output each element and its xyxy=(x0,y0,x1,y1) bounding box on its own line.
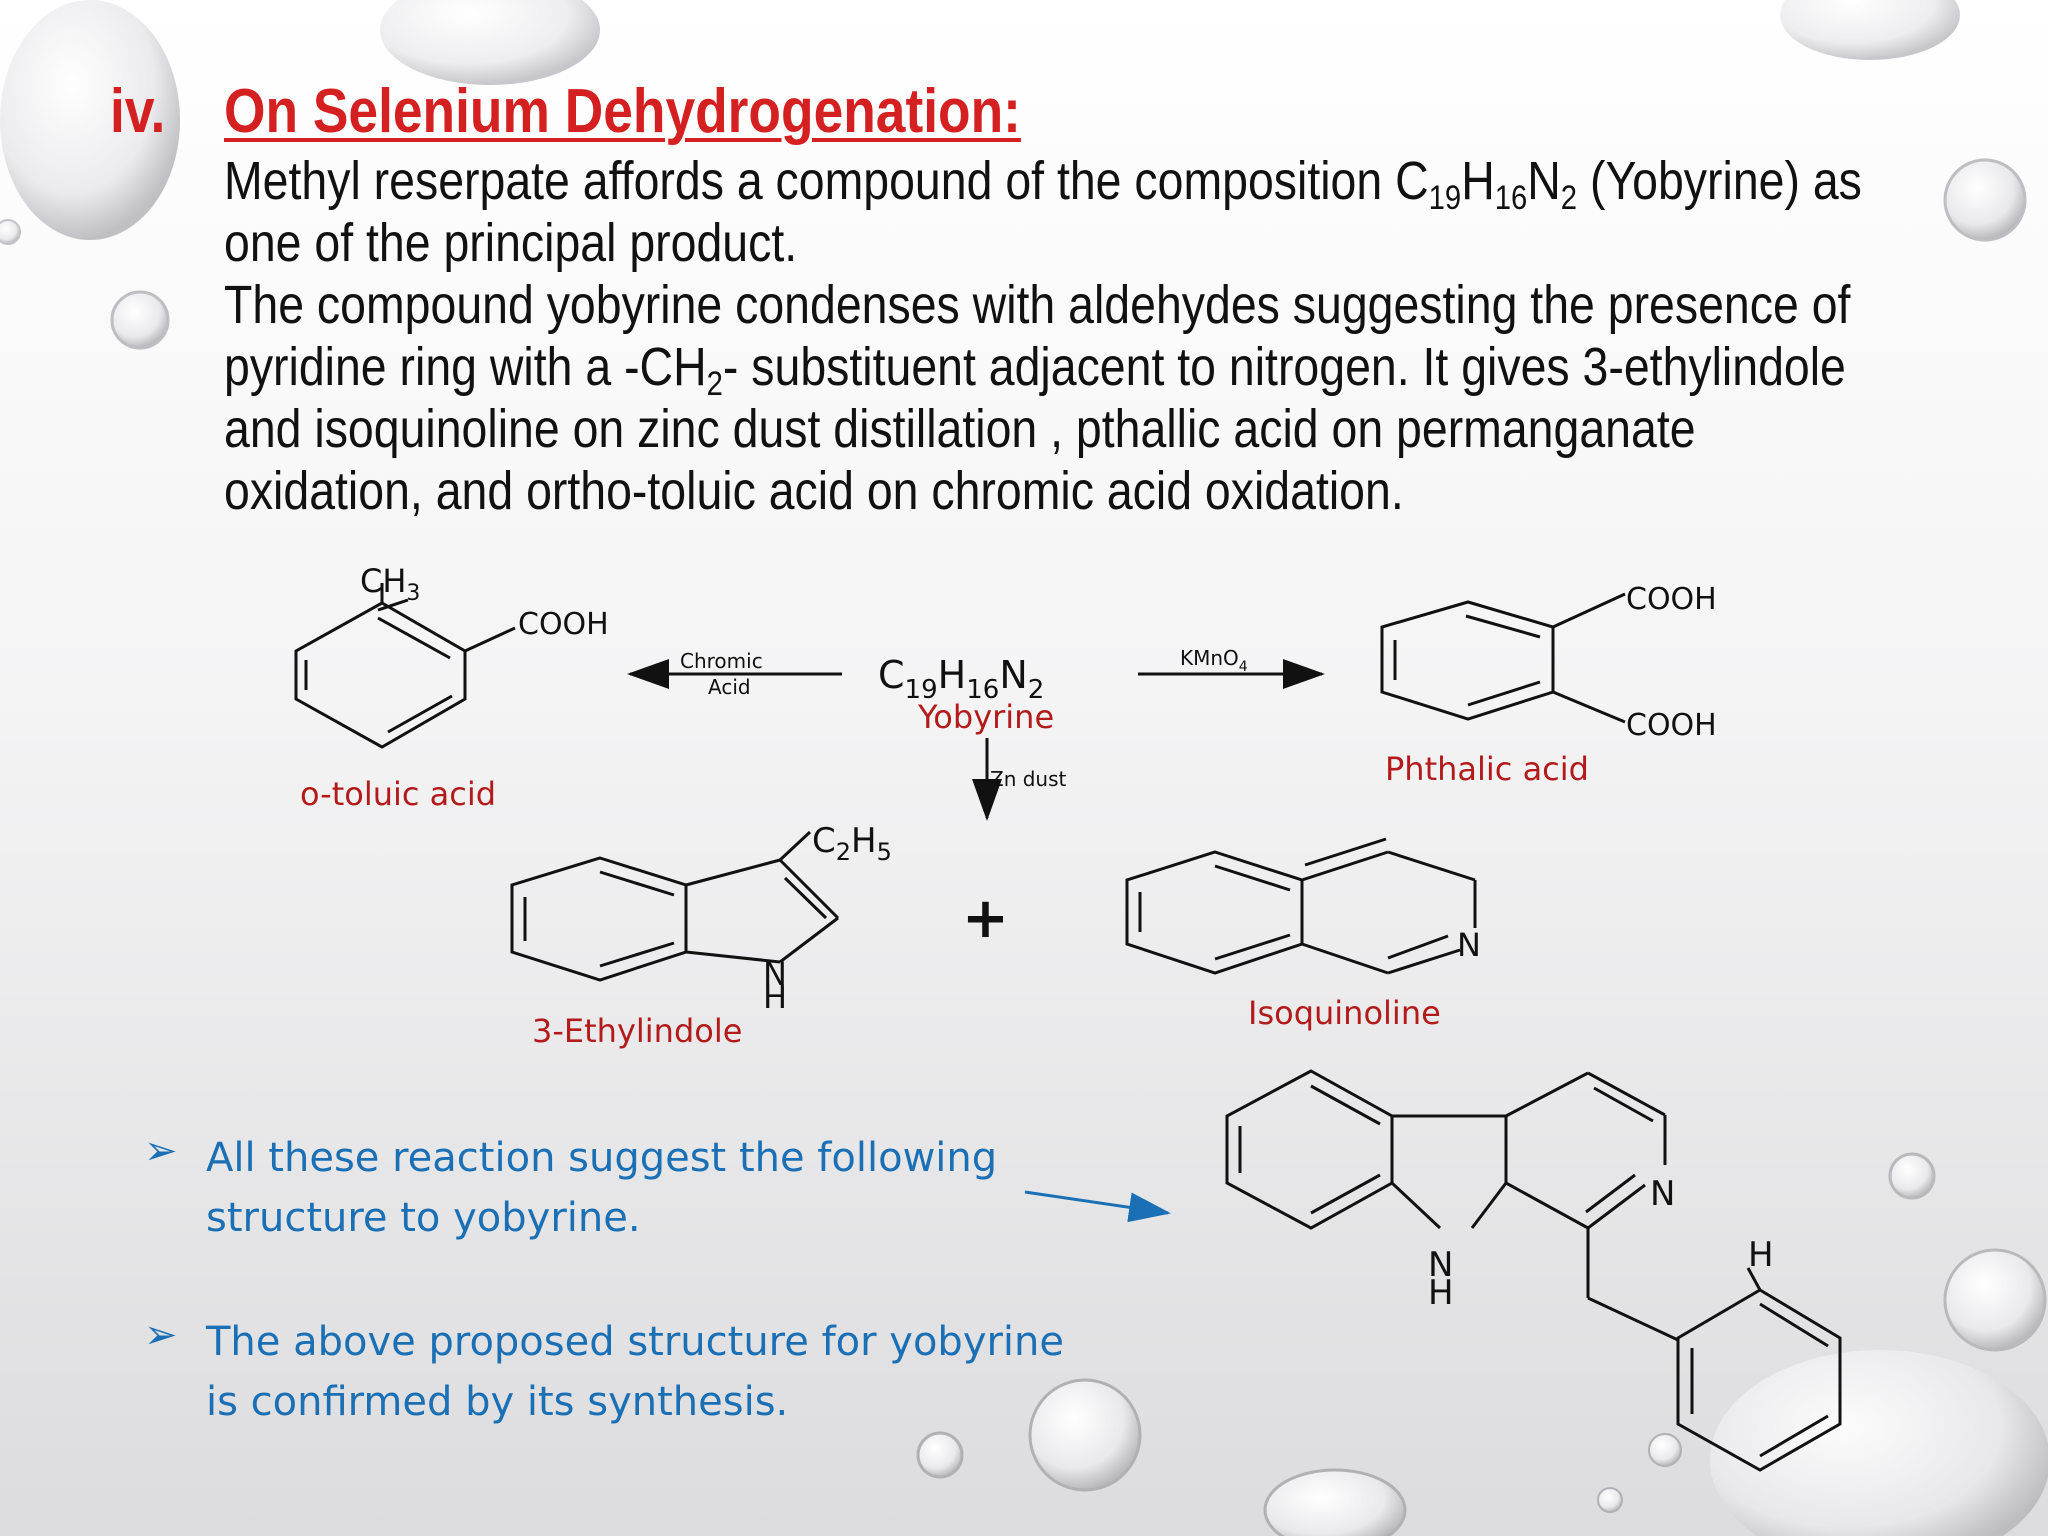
bullet-marker: ➢ xyxy=(144,1313,178,1357)
bubble xyxy=(1943,1248,2047,1352)
bubble xyxy=(1597,1487,1623,1513)
toluic-ch3-label: CH3 xyxy=(360,562,420,606)
yobyrine-name: Yobyrine xyxy=(917,698,1054,736)
chromic-label: Chromic xyxy=(680,649,763,673)
acid-label: Acid xyxy=(708,675,751,699)
isoquinoline-structure xyxy=(1125,837,1477,975)
bubble xyxy=(916,1431,964,1479)
bullet-marker: ➢ xyxy=(144,1129,178,1173)
bubble xyxy=(1943,158,2027,242)
yobyrine-h-label: H xyxy=(1748,1235,1774,1275)
paragraph-line: Methyl reserpate affords a compound of t… xyxy=(224,151,1862,217)
yobyrine-ring-n-label: N xyxy=(1650,1174,1675,1214)
indole-n-label: N xyxy=(763,955,787,993)
kmno4-label: KMnO4 xyxy=(1180,646,1248,675)
plus-sign: + xyxy=(962,886,1009,951)
ethylindole-name: 3-Ethylindole xyxy=(532,1012,742,1050)
paragraph-line: one of the principal product. xyxy=(224,213,798,273)
bubble xyxy=(1888,1152,1936,1200)
o-toluic-acid-structure xyxy=(294,583,516,749)
phthalic-name: Phthalic acid xyxy=(1385,750,1589,788)
bubble xyxy=(0,219,21,245)
yobyrine-nh-h-label: H xyxy=(1428,1273,1454,1313)
yobyrine-nh-n-label: N xyxy=(1428,1245,1453,1285)
toluic-cooh-label: COOH xyxy=(518,607,609,642)
zn-dust-label: Zn dust xyxy=(990,767,1067,791)
paragraph-line: and isoquinoline on zinc dust distillati… xyxy=(224,399,1696,459)
bubble xyxy=(1028,1378,1142,1492)
yobyrine-structure xyxy=(1225,1069,1842,1472)
bubble xyxy=(0,0,180,240)
yobyrine-formula: C19H16N2 xyxy=(878,653,1044,705)
paragraph-line: pyridine ring with a -CH2- substituent a… xyxy=(224,337,1846,403)
section-number: iv. xyxy=(110,77,166,146)
phthalic-acid-structure xyxy=(1380,592,1626,724)
bubble xyxy=(1780,0,1960,60)
phthalic-cooh-top: COOH xyxy=(1626,582,1717,617)
isoquinoline-n-label: N xyxy=(1457,926,1481,964)
isoquinoline-name: Isoquinoline xyxy=(1248,994,1441,1032)
toluic-name: o-toluic acid xyxy=(300,775,496,813)
bubble xyxy=(110,290,170,350)
indole-h-label: H xyxy=(763,978,787,1016)
bubble xyxy=(1263,1468,1407,1536)
paragraph-line: The compound yobyrine condenses with ald… xyxy=(224,275,1851,335)
pointer-arrow xyxy=(1024,1190,1171,1223)
section-title: On Selenium Dehydrogenation: xyxy=(224,77,1021,146)
bubble xyxy=(1648,1433,1682,1467)
ethyl-label: C2H5 xyxy=(812,821,892,866)
phthalic-cooh-bottom: COOH xyxy=(1626,708,1717,743)
paragraph-line: oxidation, and ortho-toluic acid on chro… xyxy=(224,461,1404,521)
bullet-item: All these reaction suggest the following… xyxy=(206,1135,998,1241)
bubble xyxy=(1710,1350,2048,1536)
bullet-item: The above proposed structure for yobyrin… xyxy=(206,1319,1065,1425)
bubble xyxy=(380,0,600,85)
ethylindole-structure xyxy=(510,830,840,982)
